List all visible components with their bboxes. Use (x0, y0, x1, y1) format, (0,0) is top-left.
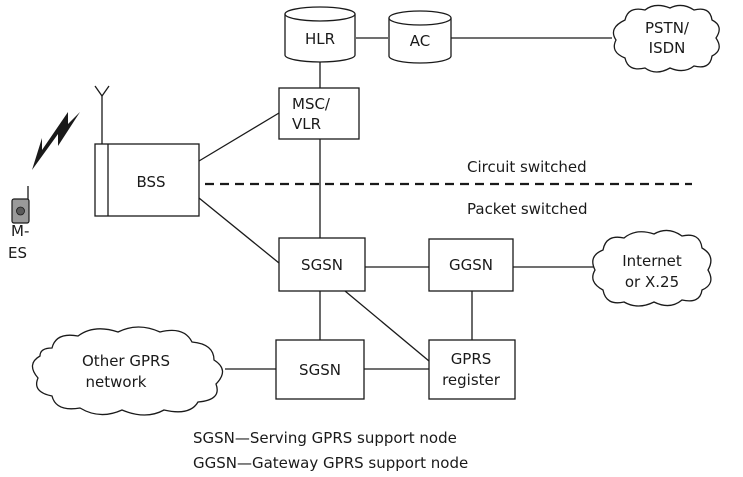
hlr-label: HLR (305, 30, 335, 48)
ms-label-line1: M- (11, 222, 29, 240)
ac-database: AC (388, 10, 452, 64)
connections (198, 37, 612, 370)
gprs-register-label-line2: register (442, 371, 501, 389)
ggsn-node: GGSN (428, 238, 514, 292)
msc-vlr-node: MSC/ VLR (278, 87, 360, 140)
ms-label-line2: ES (8, 244, 27, 262)
other-gprs-label-line1: Other GPRS (82, 352, 170, 370)
pstn-label: PSTN/ (645, 19, 690, 37)
x25-label: or X.25 (625, 273, 679, 291)
gprs-register-node: GPRS register (428, 339, 516, 400)
internet-cloud: Internet or X.25 (592, 229, 712, 307)
pstn-isdn-cloud: PSTN/ ISDN (612, 4, 720, 73)
hlr-database: HLR (284, 6, 356, 63)
vlr-label: VLR (292, 115, 321, 133)
sgsn-bottom-node: SGSN (275, 339, 365, 400)
gprs-register-label-line1: GPRS (451, 350, 492, 368)
circuit-switched-label: Circuit switched (467, 158, 587, 176)
msc-label: MSC/ (292, 95, 331, 113)
mobile-station: M- ES (8, 186, 30, 262)
isdn-label: ISDN (649, 39, 686, 57)
ac-label: AC (410, 32, 430, 50)
legend: SGSN—Serving GPRS support node GGSN—Gate… (193, 429, 468, 472)
phone-keypad-icon (16, 206, 25, 216)
antenna-icon (94, 85, 110, 144)
bss-node: BSS (94, 85, 200, 217)
link-bss-msc (198, 112, 280, 162)
other-gprs-network-cloud: Other GPRS network (31, 326, 224, 416)
ggsn-label: GGSN (449, 256, 493, 274)
legend-ggsn: GGSN—Gateway GPRS support node (193, 454, 468, 472)
link-sgsn-register (344, 290, 430, 362)
internet-label: Internet (622, 252, 682, 270)
packet-switched-label: Packet switched (467, 200, 587, 218)
sgsn-top-label: SGSN (301, 256, 343, 274)
bss-label: BSS (136, 173, 165, 191)
link-bss-sgsn (198, 197, 280, 264)
legend-sgsn: SGSN—Serving GPRS support node (193, 429, 457, 447)
sgsn-top-node: SGSN (278, 237, 366, 292)
other-gprs-label-line2: network (86, 373, 147, 391)
radio-link-icon (32, 112, 80, 170)
sgsn-bottom-label: SGSN (299, 361, 341, 379)
